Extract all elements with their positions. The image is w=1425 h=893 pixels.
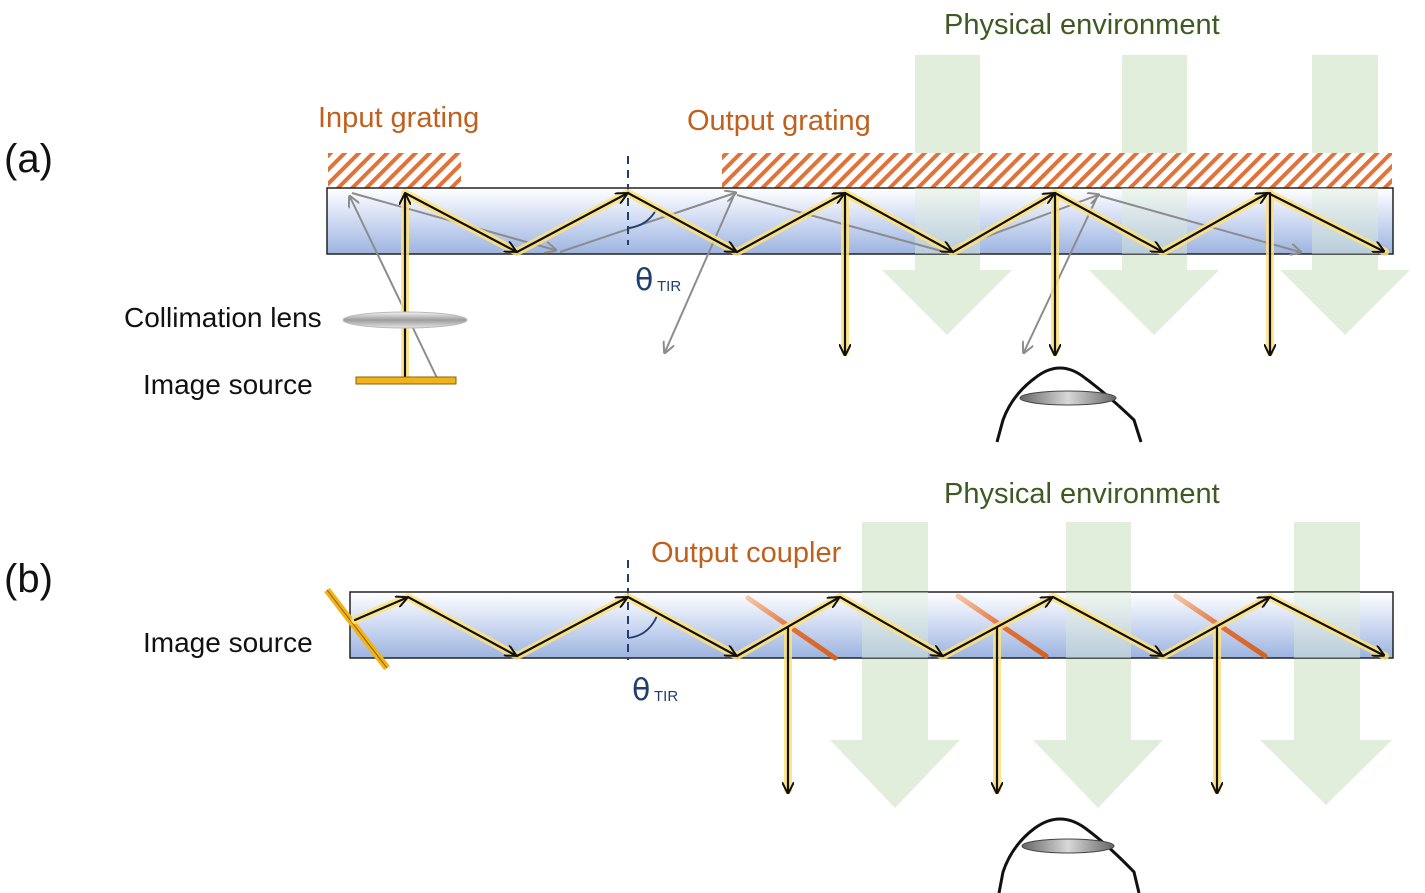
output-coupler-label: Output coupler bbox=[651, 537, 842, 569]
output-grating-label: Output grating bbox=[687, 105, 871, 137]
input-grating-label: Input grating bbox=[318, 102, 479, 134]
panel-a-label: (a) bbox=[4, 137, 53, 181]
theta-symbol-b: θ bbox=[632, 673, 650, 708]
guided-rays-b bbox=[353, 597, 1383, 792]
environment-arrows-b bbox=[830, 522, 1392, 808]
svg-text:θ: θ bbox=[635, 263, 653, 298]
guided-rays-a bbox=[405, 193, 1383, 380]
image-source-label-b: Image source bbox=[143, 627, 313, 658]
environment-arrow bbox=[830, 522, 960, 808]
svg-text:θ: θ bbox=[632, 673, 650, 708]
panel-b: (b) θ TIR bbox=[4, 478, 1394, 893]
panel-a: (a) θ bbox=[4, 9, 1410, 443]
theta-subscript-b: TIR bbox=[654, 688, 678, 705]
output-grating bbox=[722, 153, 1392, 188]
collimation-lens-label: Collimation lens bbox=[124, 302, 322, 333]
physical-environment-label-a: Physical environment bbox=[944, 9, 1220, 41]
eye-icon bbox=[997, 817, 1141, 893]
theta-subscript-a: TIR bbox=[657, 278, 681, 295]
image-source-a bbox=[355, 376, 457, 385]
environment-arrow bbox=[1033, 522, 1163, 808]
eye-icon bbox=[995, 366, 1143, 443]
tir-angle-arc-b bbox=[627, 615, 658, 639]
environment-arrow bbox=[1260, 522, 1392, 805]
image-source-label-a: Image source bbox=[143, 369, 313, 400]
physical-environment-label-b: Physical environment bbox=[944, 478, 1220, 510]
input-grating bbox=[328, 153, 461, 188]
panel-b-label: (b) bbox=[4, 557, 53, 601]
tir-angle-arc-a bbox=[627, 209, 657, 229]
environment-overlay-b bbox=[862, 592, 1360, 658]
collimation-lens bbox=[342, 311, 468, 329]
theta-symbol-a: θ bbox=[635, 263, 653, 298]
